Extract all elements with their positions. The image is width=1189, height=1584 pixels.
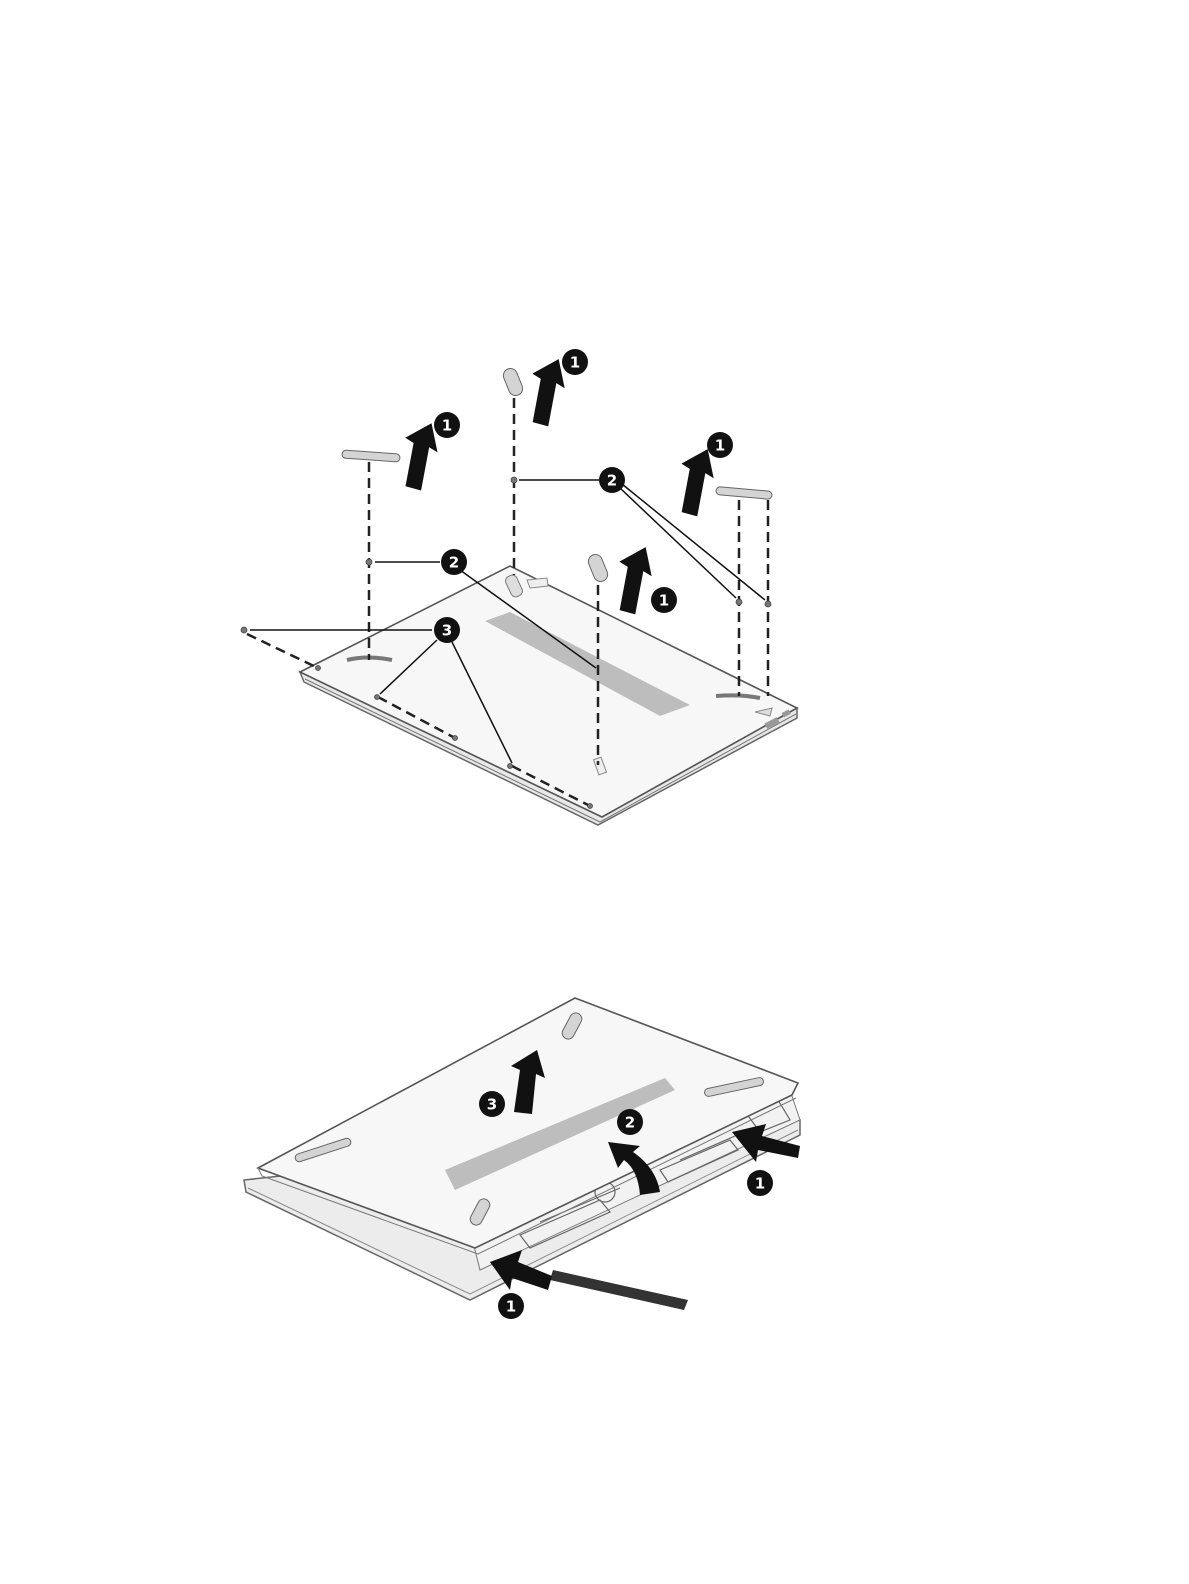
callout-1: 1 bbox=[434, 412, 460, 438]
callout-3: 3 bbox=[479, 1091, 505, 1117]
screw bbox=[366, 559, 372, 565]
screw bbox=[588, 804, 593, 809]
callout-2: 2 bbox=[617, 1109, 643, 1135]
callout-number: 1 bbox=[442, 417, 452, 435]
callout-1: 1 bbox=[747, 1170, 773, 1196]
callout-number: 2 bbox=[449, 554, 459, 572]
rubber-foot bbox=[586, 552, 609, 583]
foot-recess bbox=[527, 578, 548, 588]
callout-number: 2 bbox=[607, 472, 617, 490]
screw bbox=[736, 599, 742, 605]
callout-number: 2 bbox=[625, 1114, 635, 1132]
callout-number: 1 bbox=[715, 437, 725, 455]
pry-tool-icon bbox=[550, 1270, 688, 1310]
arrow-up-icon bbox=[398, 420, 441, 492]
callout-number: 3 bbox=[442, 622, 452, 640]
rubber-foot bbox=[716, 487, 772, 500]
callout-1: 1 bbox=[651, 587, 677, 613]
callout-3: 3 bbox=[434, 617, 460, 643]
callout-1: 1 bbox=[562, 349, 588, 375]
screw bbox=[316, 666, 321, 671]
arrow-up-icon bbox=[612, 544, 655, 616]
callout-number: 1 bbox=[570, 354, 580, 372]
callout-2: 2 bbox=[599, 467, 625, 493]
screw bbox=[765, 601, 771, 607]
rubber-foot bbox=[501, 366, 524, 397]
screw bbox=[453, 736, 458, 741]
lift-arrows bbox=[398, 356, 717, 616]
callout-number: 1 bbox=[659, 592, 669, 610]
figure-rubber-feet-removal bbox=[241, 356, 797, 825]
arrow-up-icon bbox=[525, 356, 568, 428]
rubber-feet bbox=[342, 366, 772, 583]
callout-number: 3 bbox=[487, 1096, 497, 1114]
rubber-foot bbox=[342, 450, 400, 462]
screw bbox=[508, 764, 513, 769]
callout-1: 1 bbox=[707, 432, 733, 458]
screw bbox=[241, 627, 247, 633]
callout-2: 2 bbox=[441, 549, 467, 575]
callout-number: 1 bbox=[755, 1175, 765, 1193]
screw bbox=[375, 695, 380, 700]
figure-bottom-cover-removal bbox=[244, 998, 800, 1310]
arrow-up-icon bbox=[674, 446, 717, 518]
callout-number: 1 bbox=[506, 1298, 516, 1316]
screw bbox=[511, 477, 517, 483]
callout-1: 1 bbox=[498, 1293, 524, 1319]
